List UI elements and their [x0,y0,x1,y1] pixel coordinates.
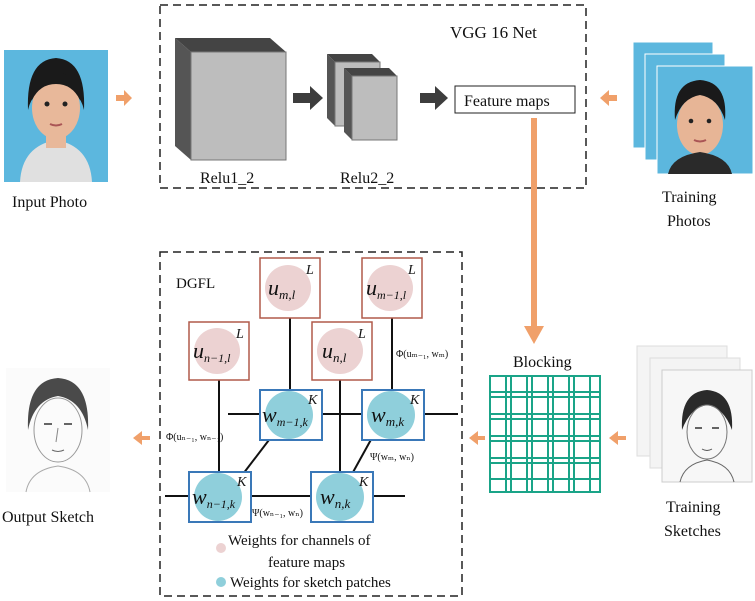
output-arrow [133,431,150,445]
svg-text:um,l: um,l [268,275,296,302]
output-sketch [6,368,110,493]
svg-text:L: L [235,327,244,342]
relu2-block [327,54,398,141]
w-node-n-1-k: wn−1,k K [188,471,252,523]
svg-text:wn−1,k: wn−1,k [192,484,236,511]
vgg-title: VGG 16 Net [450,23,537,42]
svg-text:L: L [407,263,416,278]
svg-text:K: K [358,475,369,490]
vgg-box [159,4,587,189]
output-sketch-label: Output Sketch [2,509,94,526]
dgfl-title: DGFL [176,276,215,292]
svg-text:K: K [409,393,420,408]
feature-maps-box [454,85,576,114]
input-arrow [116,90,132,106]
u-node-m-1-l: um−1,l L [361,257,423,319]
blocking-grid [489,375,601,493]
training-photos-label-1: Training [662,189,717,206]
legend-blue-dot [216,577,226,587]
svg-text:um−1,l: um−1,l [366,275,407,302]
blocking-label: Blocking [513,354,572,371]
w-node-n-k: wn,k K [310,471,374,523]
feature-maps-label: Feature maps [464,93,550,110]
u-node-n-l: un,l L [311,321,373,381]
training-sketches-label-2: Sketches [664,523,721,540]
blocking-to-dgfl-arrow [469,431,485,445]
u-node-m-l: um,l L [259,257,321,319]
input-photo-label: Input Photo [12,194,87,211]
legend-blue-label: Weights for sketch patches [230,575,391,591]
dark-arrow-2 [420,86,448,110]
feature-to-blocking-shaft [531,118,537,328]
svg-text:un,l: un,l [322,338,347,365]
psi-label-2: Ψ(wₙ₋₁, wₙ) [252,508,303,519]
svg-text:wm,k: wm,k [371,402,404,429]
relu2-label: Relu2_2 [340,170,394,187]
w-node-m-k: wm,k K [361,389,425,441]
training-photos-label-2: Photos [667,213,711,230]
w-node-m-1-k: wm−1,k K [259,389,323,441]
svg-text:K: K [307,393,318,408]
psi-label-1: Ψ(wₘ, wₙ) [370,452,414,463]
svg-text:wn,k: wn,k [320,484,350,511]
phi-label-1: Φ(uₘ₋₁, wₘ) [396,349,448,360]
legend-pink-dot [216,543,226,553]
svg-text:wm−1,k: wm−1,k [262,402,308,429]
feature-to-blocking-head [524,326,544,344]
relu1-label: Relu1_2 [200,170,254,187]
u-node-n-1-l: un−1,l L [188,321,250,381]
legend-pink-label-1: Weights for channels of [228,533,371,549]
svg-text:un−1,l: un−1,l [193,338,231,365]
legend-pink-label-2: feature maps [268,555,345,571]
training-photos-stack [632,41,754,175]
svg-text:L: L [357,327,366,342]
phi-label-2: Φ(uₙ₋₁, wₙ₋₁) [166,432,223,443]
relu1-block [175,38,287,161]
training-photos-arrow [600,90,617,106]
svg-text:K: K [236,475,247,490]
training-sketches-label-1: Training [666,499,721,516]
svg-text:L: L [305,263,314,278]
dark-arrow-1 [293,86,323,110]
training-sketches-stack [636,345,753,483]
dgfl-box [159,251,463,597]
sketches-to-blocking-arrow [609,431,626,445]
input-photo [4,50,108,182]
